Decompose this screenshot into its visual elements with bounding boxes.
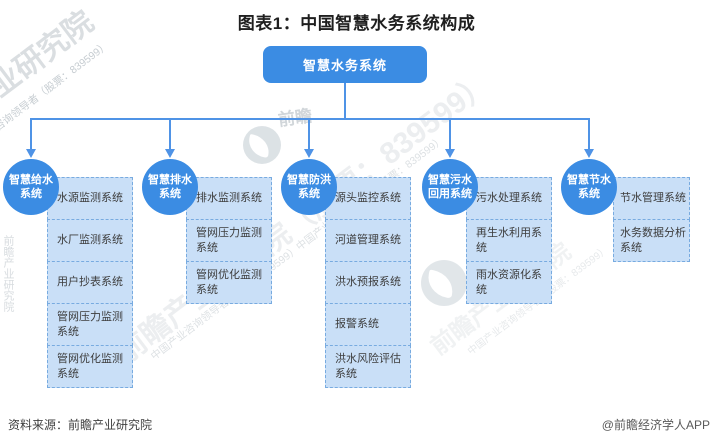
watermark-vertical-text: 前瞻产业研究院 [2, 235, 14, 312]
child-node: 报警系统 [325, 303, 411, 346]
child-column-flood-control: 源头监控系统 河道管理系统 洪水预报系统 报警系统 洪水风险评估系统 [325, 177, 411, 388]
child-node: 管网优化监测系统 [186, 261, 272, 304]
child-column-water-saving: 节水管理系统 水务数据分析系统 [613, 177, 690, 262]
child-node: 节水管理系统 [613, 177, 690, 220]
child-column-water-supply: 水源监测系统 水厂监测系统 用户抄表系统 管网压力监测系统 管网优化监测系统 [47, 177, 133, 388]
branch-node-water-saving: 智慧节水 系统 [561, 159, 617, 215]
child-node: 污水处理系统 [466, 177, 552, 220]
child-node: 管网优化监测系统 [47, 345, 133, 388]
arrow-down-icon [304, 149, 314, 158]
child-node: 用户抄表系统 [47, 261, 133, 304]
chart-title: 图表1：中国智慧水务系统构成 [237, 14, 476, 33]
child-node: 洪水风险评估系统 [325, 345, 411, 388]
child-node: 水厂监测系统 [47, 219, 133, 262]
arrow-down-icon [445, 149, 455, 158]
branch-node-water-supply: 智慧给水 系统 [3, 159, 59, 215]
arrow-down-icon [584, 149, 594, 158]
connector-stem [588, 118, 590, 150]
child-column-sewage-reuse: 污水处理系统 再生水利用系统 雨水资源化系统 [466, 177, 552, 304]
connector-stem [169, 118, 171, 150]
watermark-tagline-text: 中国产业咨询领导者（股票：839599） [0, 39, 112, 159]
branch-node-drainage: 智慧排水 系统 [142, 159, 198, 215]
child-node: 排水监测系统 [186, 177, 272, 220]
connector-root-stem [344, 82, 346, 119]
arrow-down-icon [165, 149, 175, 158]
credit-note: @前瞻经济学人APP [601, 418, 710, 432]
child-node: 洪水预报系统 [325, 261, 411, 304]
child-node: 再生水利用系统 [466, 219, 552, 262]
qianzhan-logo-icon [421, 260, 467, 306]
watermark-brand-text: 前瞻产业研究院（股票：839599） [110, 66, 498, 370]
child-node: 管网压力监测系统 [47, 303, 133, 346]
qianzhan-logo-icon [243, 126, 281, 164]
child-column-drainage: 排水监测系统 管网压力监测系统 管网优化监测系统 [186, 177, 272, 304]
branch-node-sewage-reuse: 智慧污水 回用系统 [422, 159, 478, 215]
child-node: 水源监测系统 [47, 177, 133, 220]
arrow-down-icon [26, 149, 36, 158]
branch-node-flood-control: 智慧防洪 系统 [281, 159, 337, 215]
root-node: 智慧水务系统 [263, 46, 427, 83]
child-node: 雨水资源化系统 [466, 261, 552, 304]
connector-stem [30, 118, 32, 150]
child-node: 河道管理系统 [325, 219, 411, 262]
child-node: 水务数据分析系统 [613, 219, 690, 262]
connector-stem [449, 118, 451, 150]
connector-horizontal-line [30, 118, 590, 120]
child-node: 源头监控系统 [325, 177, 411, 220]
child-node: 管网压力监测系统 [186, 219, 272, 262]
connector-stem [308, 118, 310, 150]
source-note: 资料来源：前瞻产业研究院 [8, 418, 153, 432]
